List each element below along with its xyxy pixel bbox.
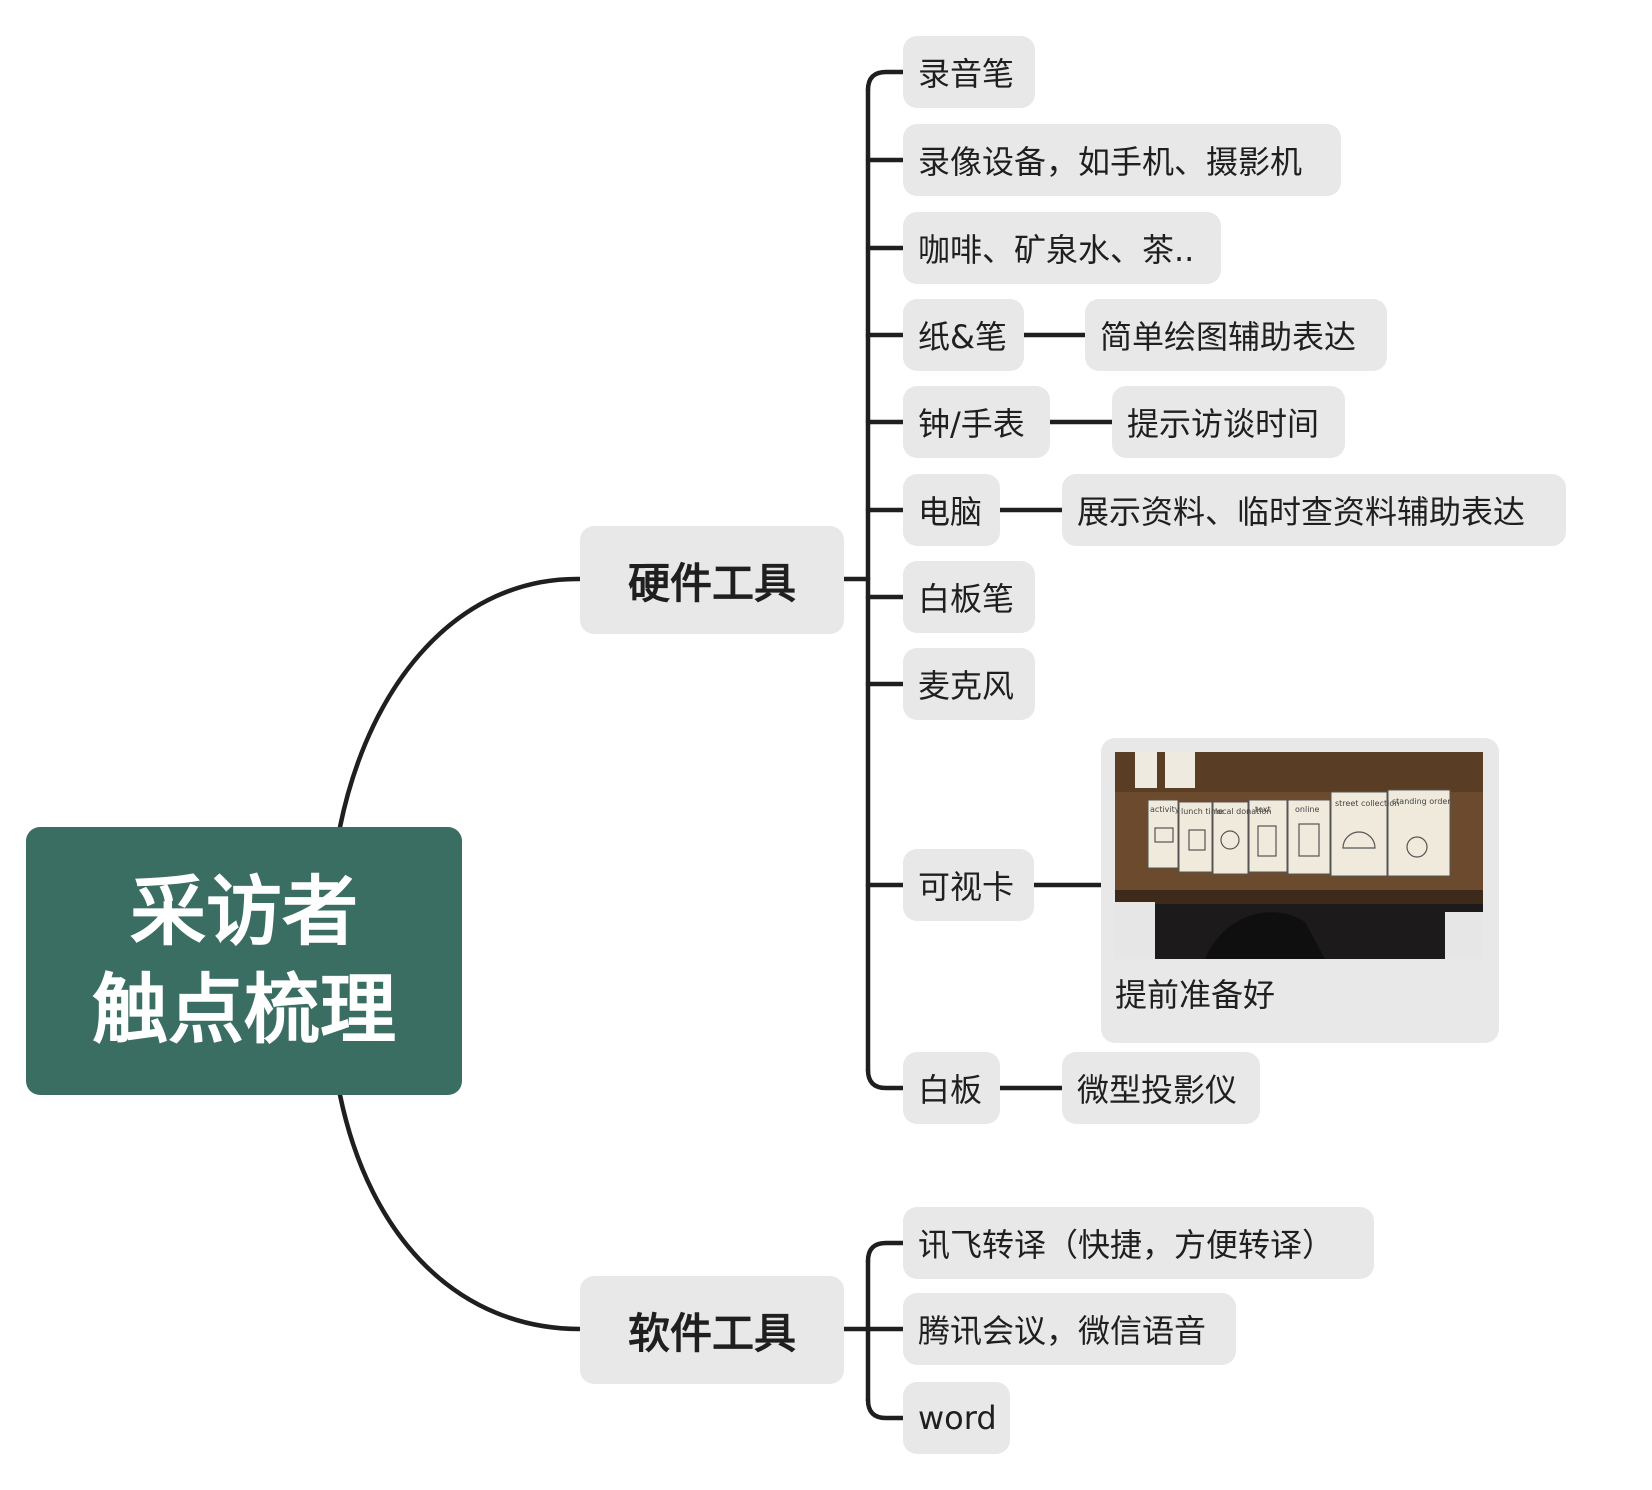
photo-illustration: activity lunch time local donation text … [1115,752,1483,959]
node-paper-note[interactable]: 简单绘图辅助表达 [1085,299,1387,371]
node-tencent-meeting[interactable]: 腾讯会议，微信语音 [903,1293,1236,1365]
photo-card-label-1: activity [1150,805,1180,814]
visual-cards-caption: 提前准备好 [1115,976,1276,1014]
photo-card-label-4: text [1255,805,1271,814]
visual-cards-photo: activity lunch time local donation text … [1115,752,1483,959]
node-video-device[interactable]: 录像设备，如手机、摄影机 [903,124,1341,196]
node-computer[interactable]: 电脑 [903,474,1000,546]
photo-card-label-5: online [1295,805,1319,814]
node-xunfei[interactable]: 讯飞转译（快捷，方便转译） [903,1207,1374,1279]
root-title-line2: 触点梳理 [92,965,396,1054]
node-visual-cards[interactable]: 可视卡 [903,849,1034,921]
spine-bottom [865,1067,906,1091]
node-drinks[interactable]: 咖啡、矿泉水、茶.. [903,212,1221,284]
node-paper-pen[interactable]: 纸&笔 [903,299,1024,371]
link-root-hardware [337,576,583,830]
link-root-software [337,1092,583,1332]
root-title-line1: 采访者 [130,867,358,956]
node-clock[interactable]: 钟/手表 [903,386,1050,458]
spine-top [865,69,906,93]
node-microphone[interactable]: 麦克风 [903,648,1035,720]
root-node[interactable]: 采访者 触点梳理 [26,827,462,1095]
photo-card-label-2: lunch time [1181,807,1224,816]
branch-software[interactable]: 软件工具 [580,1276,844,1384]
photo-card-label-3: local donation [1215,807,1271,816]
node-word[interactable]: word [903,1382,1010,1454]
node-whiteboard-pen[interactable]: 白板笔 [903,561,1035,633]
branch-hardware[interactable]: 硬件工具 [580,526,844,634]
photo-card-label-7: standing order [1392,797,1451,806]
photo-card-label-6: street collection [1335,799,1399,808]
node-visual-cards-note[interactable]: activity lunch time local donation text … [1101,738,1499,1043]
node-clock-note[interactable]: 提示访谈时间 [1112,386,1345,458]
node-recorder[interactable]: 录音笔 [903,36,1035,108]
node-whiteboard-note[interactable]: 微型投影仪 [1062,1052,1260,1124]
node-computer-note[interactable]: 展示资料、临时查资料辅助表达 [1062,474,1566,546]
node-whiteboard[interactable]: 白板 [903,1052,1000,1124]
